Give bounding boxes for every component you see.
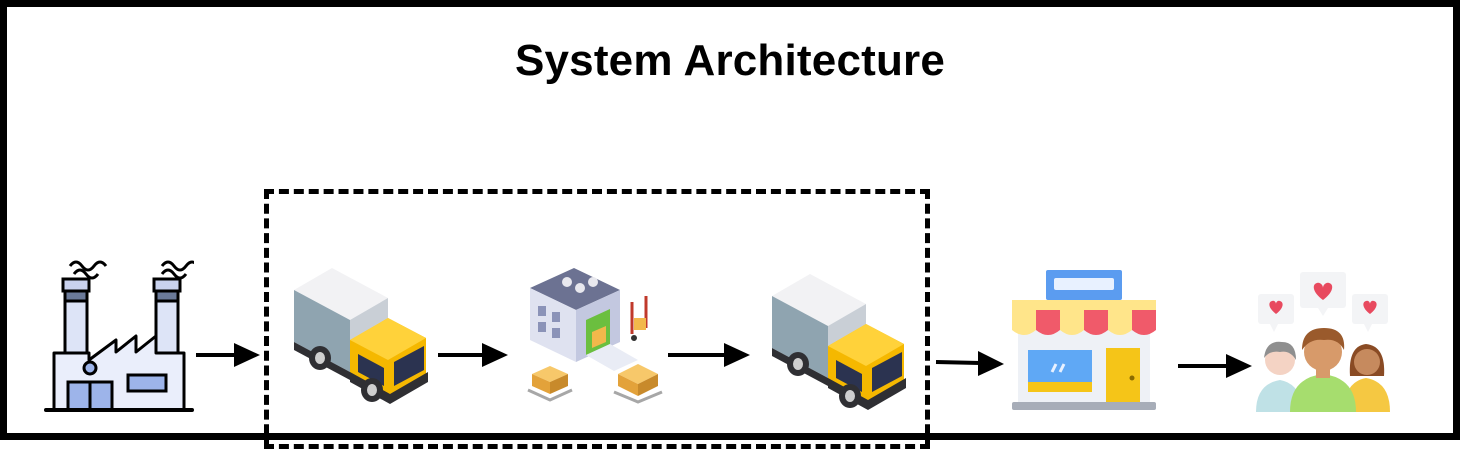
delivery-truck-icon [294,268,428,404]
arrow-truck-2-to-store [935,351,1004,376]
factory-icon [44,260,200,412]
diagram-title: System Architecture [514,36,946,85]
warehouse-icon [527,268,663,404]
delivery-truck-icon [772,274,906,410]
warehouse-node [522,262,672,417]
arrow-truck-1-to-warehouse [438,343,508,367]
arrow-factory-to-truck-1 [196,343,260,367]
arrow-store-to-customers [1178,354,1252,378]
arrow-warehouse-to-truck-2 [668,343,750,367]
store-icon [1012,270,1156,410]
store-node [1010,268,1160,418]
customers-node [1254,270,1394,420]
truck-2-node [768,268,918,423]
factory-node [44,252,200,422]
customers-icon [1256,272,1390,412]
diagram-frame [0,0,1460,440]
truck-1-node [290,262,440,417]
